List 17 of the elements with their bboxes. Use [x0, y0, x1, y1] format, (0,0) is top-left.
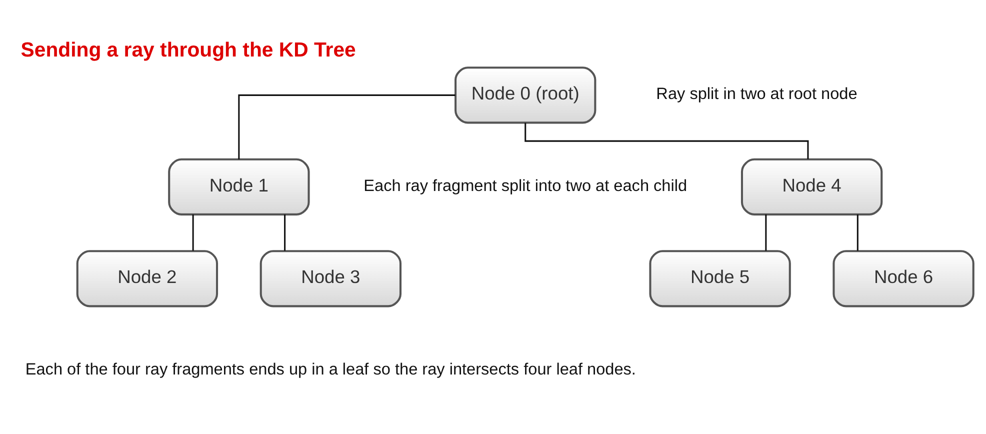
connector [524, 122, 809, 159]
label: Each ray fragment split into two at each child [364, 176, 688, 194]
node-box: Node 2 [76, 250, 218, 307]
label: Ray split in two at root node [656, 84, 858, 103]
connector [856, 214, 858, 250]
node-box: Node 4 [740, 158, 883, 215]
node-box: Node 6 [832, 250, 974, 307]
node-box: Node 1 [168, 158, 310, 215]
node-box: Node 5 [649, 250, 791, 307]
connector [192, 214, 194, 250]
diagram-title: Sending a ray through the KD Tree [20, 38, 356, 61]
connector [765, 214, 767, 250]
connector [284, 214, 286, 250]
label: Each of the four ray fragments ends up in a leaf so the ray intersects four leaf nodes. [25, 360, 636, 378]
node-box: Node 0 (root) [454, 66, 596, 124]
connector [238, 94, 456, 159]
node-box: Node 3 [260, 250, 402, 307]
